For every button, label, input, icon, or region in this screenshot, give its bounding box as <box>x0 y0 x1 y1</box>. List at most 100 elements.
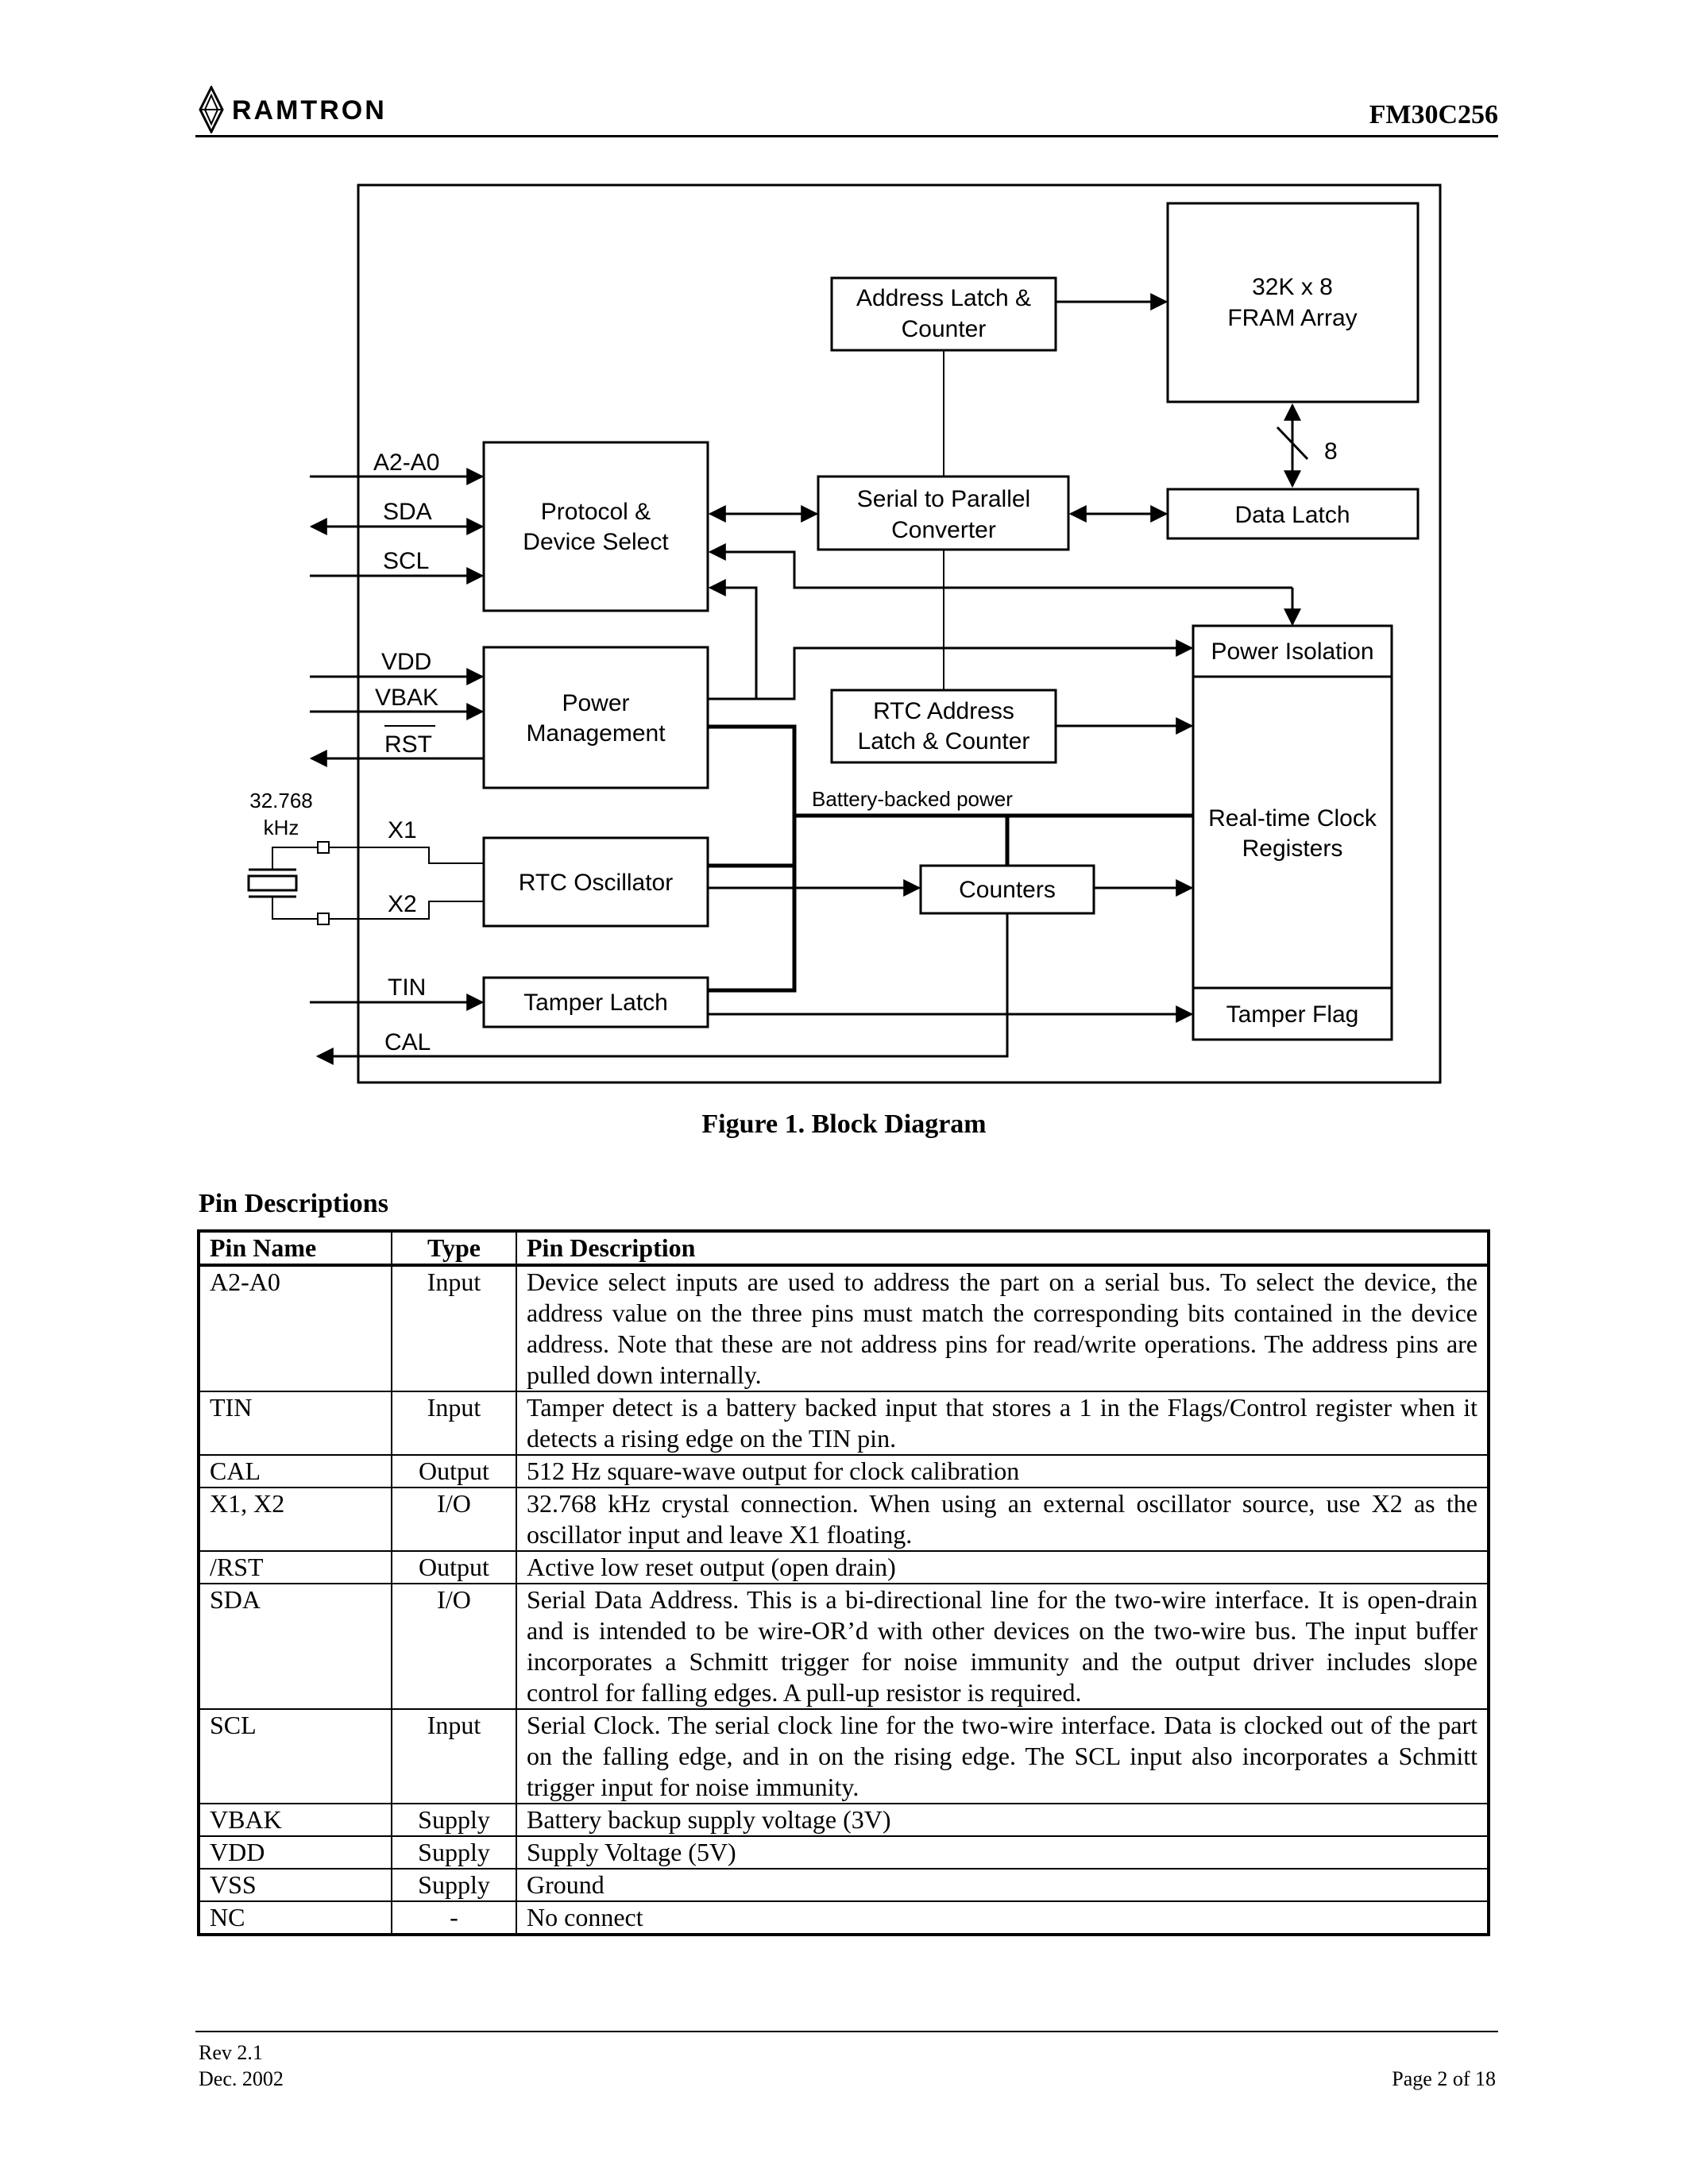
figure-caption: Figure 1. Block Diagram <box>701 1109 987 1139</box>
table-row: NC - No connect <box>198 1900 1489 1935</box>
pin-name: X1, X2 <box>198 1487 392 1552</box>
svg-text:Address Latch &: Address Latch & <box>856 285 1031 311</box>
table-header-row: Pin Name Type Pin Description <box>198 1230 1489 1267</box>
svg-text:RST: RST <box>384 731 432 758</box>
pin-name: TIN <box>198 1391 392 1456</box>
column-header: Pin Description <box>516 1230 1489 1267</box>
svg-text:Power: Power <box>562 690 629 716</box>
pin-description-table: Pin Name Type Pin Description A2-A0 Inpu… <box>197 1229 1490 1936</box>
svg-text:CAL: CAL <box>384 1029 431 1055</box>
pin-type: Input <box>391 1391 517 1456</box>
svg-text:32K x 8: 32K x 8 <box>1252 274 1333 300</box>
rtc-registers-block <box>1192 624 1393 1041</box>
svg-text:Latch & Counter: Latch & Counter <box>858 728 1030 754</box>
svg-text:Counters: Counters <box>959 877 1056 903</box>
svg-text:Converter: Converter <box>891 517 996 543</box>
pin-type: I/O <box>391 1487 517 1552</box>
pin-name: A2-A0 <box>198 1264 392 1392</box>
svg-text:Battery-backed power: Battery-backed power <box>812 787 1013 811</box>
table-row: A2-A0 Input Device select inputs are use… <box>198 1264 1489 1392</box>
pin-description: Serial Clock. The serial clock line for … <box>516 1708 1489 1804</box>
pin-name: /RST <box>198 1550 392 1584</box>
pin-description: Active low reset output (open drain) <box>516 1550 1489 1584</box>
svg-text:RTC Oscillator: RTC Oscillator <box>519 870 673 896</box>
svg-text:Protocol &: Protocol & <box>541 499 651 525</box>
pin-type: Supply <box>391 1835 517 1870</box>
protocol-block <box>482 441 709 612</box>
pin-type: I/O <box>391 1583 517 1710</box>
pin-type: Input <box>391 1264 517 1392</box>
svg-text:Management: Management <box>526 720 666 747</box>
table-row: SDA I/O Serial Data Address. This is a b… <box>198 1583 1489 1710</box>
svg-text:TIN: TIN <box>388 974 426 1001</box>
table-row: TIN Input Tamper detect is a battery bac… <box>198 1391 1489 1456</box>
rtc-oscillator-block <box>482 836 709 928</box>
company-logo-text: RAMTRON <box>232 95 387 125</box>
svg-text:Device Select: Device Select <box>523 529 669 555</box>
header-rule <box>195 135 1498 137</box>
part-number: FM30C256 <box>1369 100 1498 129</box>
svg-text:RTC Address: RTC Address <box>873 698 1014 724</box>
svg-text:FRAM Array: FRAM Array <box>1227 305 1357 331</box>
svg-text:VBAK: VBAK <box>375 685 438 711</box>
page-number: Page 2 of 18 <box>1392 2067 1496 2090</box>
svg-text:Tamper Flag: Tamper Flag <box>1226 1001 1359 1028</box>
pin-name: NC <box>198 1900 392 1935</box>
table-row: X1, X2 I/O 32.768 kHz crystal connection… <box>198 1487 1489 1552</box>
svg-text:X2: X2 <box>388 891 417 917</box>
svg-text:Counter: Counter <box>902 316 987 342</box>
svg-text:Registers: Registers <box>1242 835 1343 862</box>
svg-text:SCL: SCL <box>383 548 429 574</box>
svg-text:Data Latch: Data Latch <box>1234 502 1350 528</box>
table-row: VBAK Supply Battery backup supply voltag… <box>198 1803 1489 1837</box>
svg-text:kHz: kHz <box>264 816 299 839</box>
pin-description: No connect <box>516 1900 1489 1935</box>
pin-description: Device select inputs are used to address… <box>516 1264 1489 1392</box>
pin-description: Serial Data Address. This is a bi-direct… <box>516 1583 1489 1710</box>
svg-text:A2-A0: A2-A0 <box>373 450 439 476</box>
table-row: VDD Supply Supply Voltage (5V) <box>198 1835 1489 1870</box>
table-row: VSS Supply Ground <box>198 1868 1489 1902</box>
pin-type: Output <box>391 1454 517 1488</box>
pin-type: - <box>391 1900 517 1935</box>
pin-description: 32.768 kHz crystal connection. When usin… <box>516 1487 1489 1552</box>
diagram-frame <box>357 183 1442 1084</box>
pin-name: CAL <box>198 1454 392 1488</box>
pin-name: VDD <box>198 1835 392 1870</box>
revision: Rev 2.1 <box>199 2041 263 2064</box>
ramtron-logo-icon <box>199 86 224 133</box>
pin-type: Supply <box>391 1868 517 1902</box>
table-row: CAL Output 512 Hz square-wave output for… <box>198 1454 1489 1488</box>
pin-description: Supply Voltage (5V) <box>516 1835 1489 1870</box>
pin-description: Tamper detect is a battery backed input … <box>516 1391 1489 1456</box>
column-header: Pin Name <box>198 1230 392 1267</box>
svg-text:SDA: SDA <box>383 499 432 525</box>
svg-text:Real-time Clock: Real-time Clock <box>1208 805 1377 832</box>
svg-text:Tamper Latch: Tamper Latch <box>523 990 668 1016</box>
svg-text:VDD: VDD <box>381 649 431 675</box>
pin-name: SCL <box>198 1708 392 1804</box>
svg-text:8: 8 <box>1324 438 1338 465</box>
section-title: Pin Descriptions <box>199 1189 388 1218</box>
pin-name: VBAK <box>198 1803 392 1837</box>
fram-array-block <box>1166 202 1420 403</box>
svg-text:Serial to Parallel: Serial to Parallel <box>857 486 1030 512</box>
footer-rule <box>195 2031 1498 2032</box>
svg-text:X1: X1 <box>388 817 417 843</box>
table-row: /RST Output Active low reset output (ope… <box>198 1550 1489 1584</box>
svg-text:32.768: 32.768 <box>249 789 313 812</box>
pin-type: Output <box>391 1550 517 1584</box>
column-header: Type <box>391 1230 517 1267</box>
pin-name: VSS <box>198 1868 392 1902</box>
pin-name: SDA <box>198 1583 392 1710</box>
svg-text:Power Isolation: Power Isolation <box>1211 639 1373 665</box>
pin-type: Input <box>391 1708 517 1804</box>
pin-description: Battery backup supply voltage (3V) <box>516 1803 1489 1837</box>
revision-date: Dec. 2002 <box>199 2067 284 2090</box>
pin-type: Supply <box>391 1803 517 1837</box>
block-diagram: Address Latch & Counter 32K x 8 FRAM Arr… <box>247 183 1442 1084</box>
pin-description: Ground <box>516 1868 1489 1902</box>
table-row: SCL Input Serial Clock. The serial clock… <box>198 1708 1489 1804</box>
power-management-block <box>482 646 709 789</box>
pin-description: 512 Hz square-wave output for clock cali… <box>516 1454 1489 1488</box>
